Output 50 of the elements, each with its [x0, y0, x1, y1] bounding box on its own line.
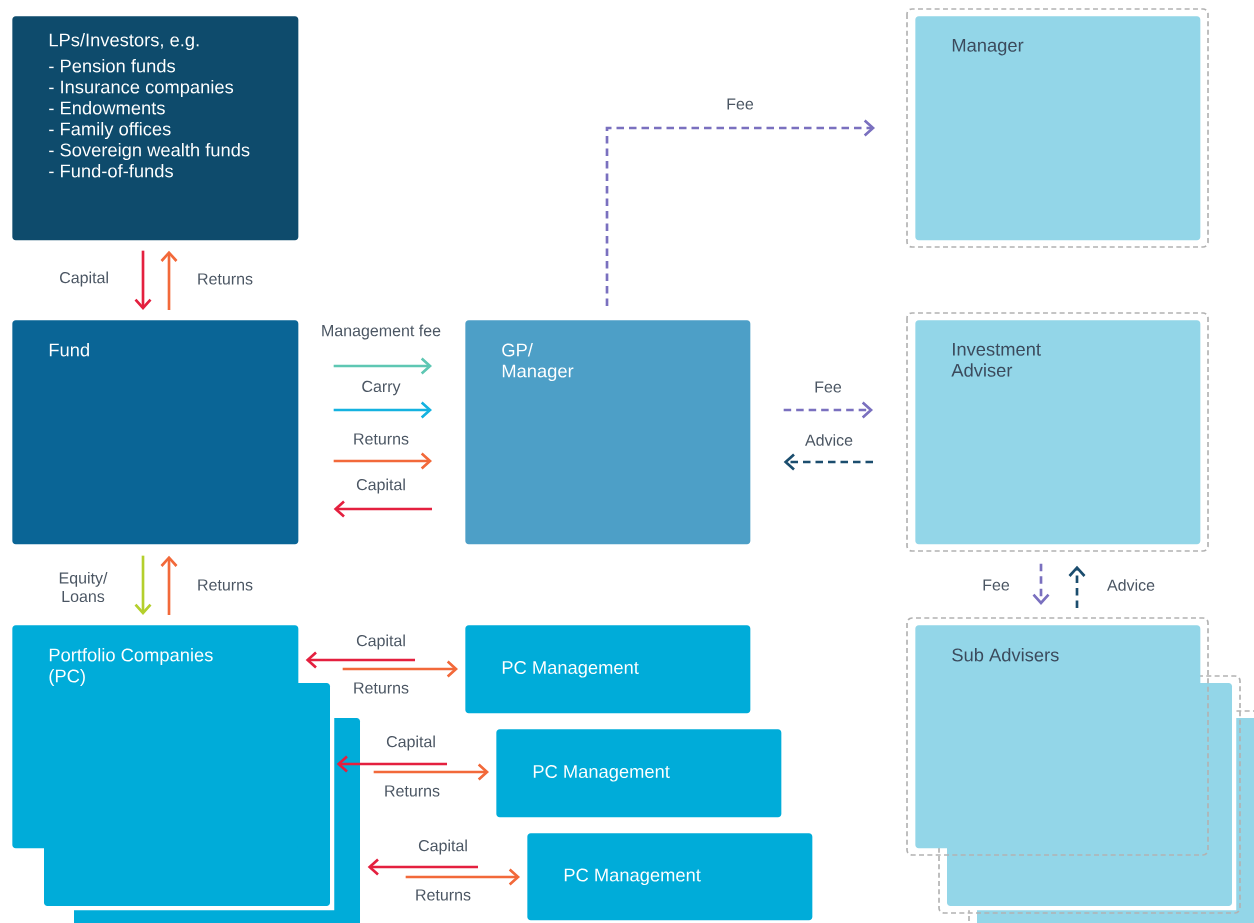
edge-label: Capital [356, 634, 405, 650]
edge-label: Returns [198, 273, 253, 285]
arrow [333, 357, 432, 375]
fund-box: Fund [12, 320, 299, 545]
edge-label: Advice [805, 434, 853, 446]
management-box: PC Management [465, 625, 751, 714]
edge-label: Capital [386, 735, 435, 751]
management-box: PC Management [527, 833, 813, 921]
edge-label: Fee [983, 579, 1010, 591]
edge-label: Returns [198, 579, 253, 591]
edge-label: Returns [416, 889, 471, 901]
edge-label: Capital [356, 478, 405, 494]
edge-label: Fee [815, 381, 842, 393]
role-box: Investment Adviser [915, 320, 1201, 545]
arrow [333, 401, 432, 419]
node-label: Portfolio Companies (PC) [49, 648, 213, 687]
edge-label: Capital [418, 839, 467, 855]
role-box: Sub Advisers [915, 625, 1201, 849]
role-box: Manager [915, 16, 1201, 241]
arrow [405, 868, 520, 886]
edge-label: Carry [362, 380, 401, 396]
arrow [373, 763, 489, 781]
edge-label: Returns [385, 785, 440, 797]
arrow [134, 250, 152, 310]
arrow [336, 755, 447, 773]
arrow [1068, 565, 1086, 608]
arrow [333, 500, 432, 518]
edge-label: Equity/ Loans [59, 571, 108, 603]
manager-box: GP/ Manager [465, 320, 751, 545]
arrow [783, 401, 873, 419]
node-label: Sub Advisers [952, 648, 1059, 662]
arrow [160, 250, 178, 310]
arrow [342, 660, 458, 678]
arrow [160, 555, 178, 615]
edge-label: Returns [354, 433, 409, 445]
investor-box: LPs/Investors, e.g. - Pension funds - Insurance companies - Endowments - Family offices - Sovereign wealth funds - Fund-of-funds [12, 16, 299, 241]
management-box: PC Management [496, 729, 782, 818]
edge-label: Fee [727, 98, 754, 110]
arrow [605, 119, 875, 306]
arrow [305, 651, 415, 669]
edge-label: Returns [354, 682, 409, 694]
company-box: Portfolio Companies (PC) [12, 625, 299, 849]
arrow [134, 555, 152, 615]
arrow [783, 453, 873, 471]
edge-label: Advice [1107, 579, 1155, 591]
edge-label: Management fee [322, 324, 441, 340]
arrow [1032, 563, 1050, 605]
arrow [367, 858, 478, 876]
edge-label: Capital [60, 271, 108, 287]
arrow [333, 452, 432, 470]
